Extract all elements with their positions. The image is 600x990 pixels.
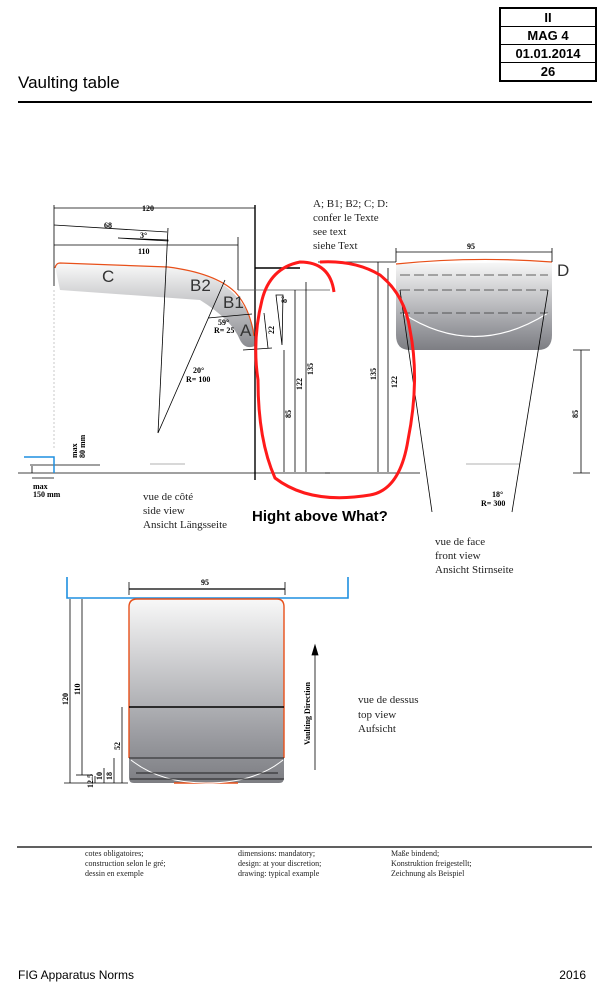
svg-text:A; B1; B2; C; D:: A; B1; B2; C; D:: [313, 198, 388, 210]
notes: cotes obligatoires; construction selon l…: [85, 849, 472, 878]
svg-text:122: 122: [390, 376, 399, 388]
svg-text:110: 110: [138, 247, 150, 256]
svg-text:Ansicht Längsseite: Ansicht Längsseite: [143, 519, 227, 531]
svg-text:52: 52: [113, 742, 122, 750]
svg-text:construction selon le gré;: construction selon le gré;: [85, 859, 166, 868]
svg-text:A: A: [240, 321, 252, 340]
svg-text:68: 68: [104, 221, 112, 230]
footer-left: FIG Apparatus Norms: [18, 968, 135, 982]
svg-text:122: 122: [295, 378, 304, 390]
svg-text:12.5: 12.5: [86, 774, 95, 788]
svg-text:vue de côté: vue de côté: [143, 491, 193, 503]
svg-text:18: 18: [105, 772, 114, 780]
svg-text:110: 110: [73, 683, 82, 695]
svg-text:Aufsicht: Aufsicht: [358, 723, 396, 735]
top-view: [64, 577, 349, 784]
svg-text:R= 100: R= 100: [186, 375, 210, 384]
svg-text:Konstruktion freigestellt;: Konstruktion freigestellt;: [391, 859, 472, 868]
svg-text:D: D: [557, 261, 569, 280]
svg-text:85: 85: [571, 410, 580, 418]
svg-text:80 mm: 80 mm: [78, 434, 87, 458]
title-divider: [18, 101, 592, 103]
svg-text:confer le Texte: confer le Texte: [313, 212, 379, 224]
svg-text:side view: side view: [143, 505, 185, 517]
svg-text:siehe Text: siehe Text: [313, 240, 358, 252]
svg-text:Ansicht Stirnseite: Ansicht Stirnseite: [435, 564, 514, 576]
svg-text:cotes obligatoires;: cotes obligatoires;: [85, 849, 143, 858]
svg-text:max: max: [70, 443, 79, 458]
svg-text:dessin en exemple: dessin en exemple: [85, 869, 144, 878]
header-code: II: [501, 9, 595, 27]
svg-text:120: 120: [142, 204, 154, 213]
svg-text:135: 135: [369, 368, 378, 380]
svg-text:C: C: [102, 267, 114, 286]
svg-text:10: 10: [95, 772, 104, 780]
page-title: Vaulting table: [18, 73, 120, 92]
svg-text:front view: front view: [435, 550, 481, 562]
svg-text:max: max: [33, 482, 48, 491]
front-view-labels: 95 D 135 122 85 18° R= 300 vue de face f…: [369, 242, 580, 576]
svg-text:18°: 18°: [492, 490, 503, 499]
svg-text:dimensions: mandatory;: dimensions: mandatory;: [238, 849, 315, 858]
svg-text:Zeichnung als Beispiel: Zeichnung als Beispiel: [391, 869, 465, 878]
svg-text:120: 120: [61, 693, 70, 705]
svg-text:vue de face: vue de face: [435, 536, 485, 548]
svg-text:B2: B2: [190, 276, 211, 295]
header-date: 01.01.2014: [501, 45, 595, 63]
svg-text:150 mm: 150 mm: [33, 490, 61, 499]
header-page: 26: [540, 64, 556, 79]
red-annotation-scribble: [254, 260, 417, 500]
top-view-labels: 95 120 110 52 12.5 10 18 Vaulting Direct…: [61, 578, 419, 788]
svg-text:R= 25: R= 25: [214, 326, 234, 335]
svg-text:95: 95: [467, 242, 475, 251]
svg-text:R= 300: R= 300: [481, 499, 505, 508]
svg-text:vue de dessus: vue de dessus: [358, 694, 419, 706]
header-box: II MAG 4 01.01.2014 26: [499, 7, 597, 82]
svg-text:design: at your discretion;: design: at your discretion;: [238, 859, 321, 868]
svg-text:3°: 3°: [140, 231, 147, 240]
annotation-question: Hight above What?: [252, 508, 388, 525]
svg-text:135: 135: [306, 363, 315, 375]
side-view-labels: 120 68 3° 110 C B2 B1 A 59° R= 25 20° R=…: [33, 204, 315, 531]
svg-text:8°: 8°: [280, 296, 289, 303]
svg-text:95: 95: [201, 578, 209, 587]
svg-text:Maße bindend;: Maße bindend;: [391, 849, 439, 858]
header-section: MAG 4: [501, 27, 595, 45]
svg-text:20°: 20°: [193, 366, 204, 375]
svg-text:drawing: typical example: drawing: typical example: [238, 869, 320, 878]
svg-text:B1: B1: [223, 293, 244, 312]
svg-text:59°: 59°: [218, 318, 229, 327]
svg-text:see text: see text: [313, 226, 346, 238]
svg-text:top view: top view: [358, 709, 396, 721]
front-view: [318, 248, 590, 513]
zone-legend-note: A; B1; B2; C; D: confer le Texte see tex…: [313, 198, 388, 252]
footer-year: 2016: [559, 968, 586, 982]
svg-text:22: 22: [267, 326, 276, 334]
side-view: [18, 205, 330, 480]
svg-text:Vaulting Direction: Vaulting Direction: [303, 682, 312, 745]
svg-text:85: 85: [284, 410, 293, 418]
